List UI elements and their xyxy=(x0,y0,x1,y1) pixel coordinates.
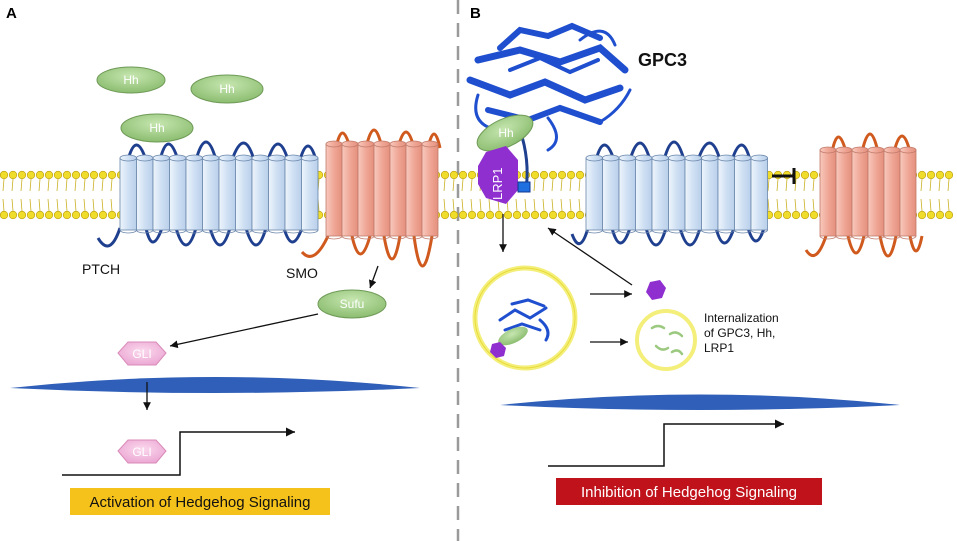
gli-label: GLI xyxy=(132,445,151,459)
lrp1-receptor: LRP1 xyxy=(478,146,518,204)
inhibition-label: Inhibition of Hedgehog Signaling xyxy=(581,484,797,501)
smo-receptor xyxy=(325,140,439,240)
hh-label: Hh xyxy=(123,73,138,87)
hh-ligand-2: Hh xyxy=(190,74,264,104)
activation-label: Activation of Hedgehog Signaling xyxy=(90,494,311,511)
hh-ligand-3: Hh xyxy=(120,113,194,143)
internalization-line-2: of GPC3, Hh, xyxy=(704,326,775,340)
ptch-receptor-b xyxy=(585,154,768,234)
gli-nucleus: GLI xyxy=(117,439,167,464)
lysosome-vesicle xyxy=(635,309,697,371)
gene-activation-arrow xyxy=(62,427,295,476)
gli-cytoplasm: GLI xyxy=(117,341,167,366)
panel-a-letter: A xyxy=(6,5,17,22)
gpc3-label: GPC3 xyxy=(638,50,687,70)
smo-to-sufu-arrow xyxy=(369,265,379,289)
sufu-to-gli-arrow xyxy=(169,313,319,349)
inhibition-banner xyxy=(556,478,822,505)
internalization-line-3: LRP1 xyxy=(704,341,734,355)
gpc3-gpi-anchor xyxy=(517,181,531,193)
hh-label: Hh xyxy=(219,82,234,96)
lrp1-label: LRP1 xyxy=(490,167,505,200)
nucleus-membrane-a xyxy=(10,377,420,393)
internalization-note: Internalization of GPC3, Hh, LRP1 xyxy=(704,311,779,355)
gene-inactive-arrow xyxy=(548,419,784,467)
smo-receptor-b xyxy=(819,146,917,240)
panel-b-letter: B xyxy=(470,5,481,22)
inhibition-symbol xyxy=(772,168,796,184)
sufu-protein: Sufu xyxy=(317,289,387,319)
hh-ligand-1: Hh xyxy=(96,66,166,94)
sufu-label: Sufu xyxy=(340,297,365,311)
hh-label: Hh xyxy=(149,121,164,135)
hh-label: Hh xyxy=(498,126,513,140)
internalization-line-1: Internalization xyxy=(704,311,779,325)
free-lrp1 xyxy=(646,280,666,300)
ptch-label: PTCH xyxy=(82,261,120,277)
recycling-arrow xyxy=(547,227,633,286)
endocytic-vesicle xyxy=(472,265,578,371)
gli-label: GLI xyxy=(132,347,151,361)
nucleus-membrane-b xyxy=(500,394,900,410)
activation-banner xyxy=(70,488,330,515)
ptch-receptor xyxy=(119,154,319,234)
smo-label: SMO xyxy=(286,265,318,281)
hh-bound-gpc3: Hh xyxy=(476,114,534,152)
